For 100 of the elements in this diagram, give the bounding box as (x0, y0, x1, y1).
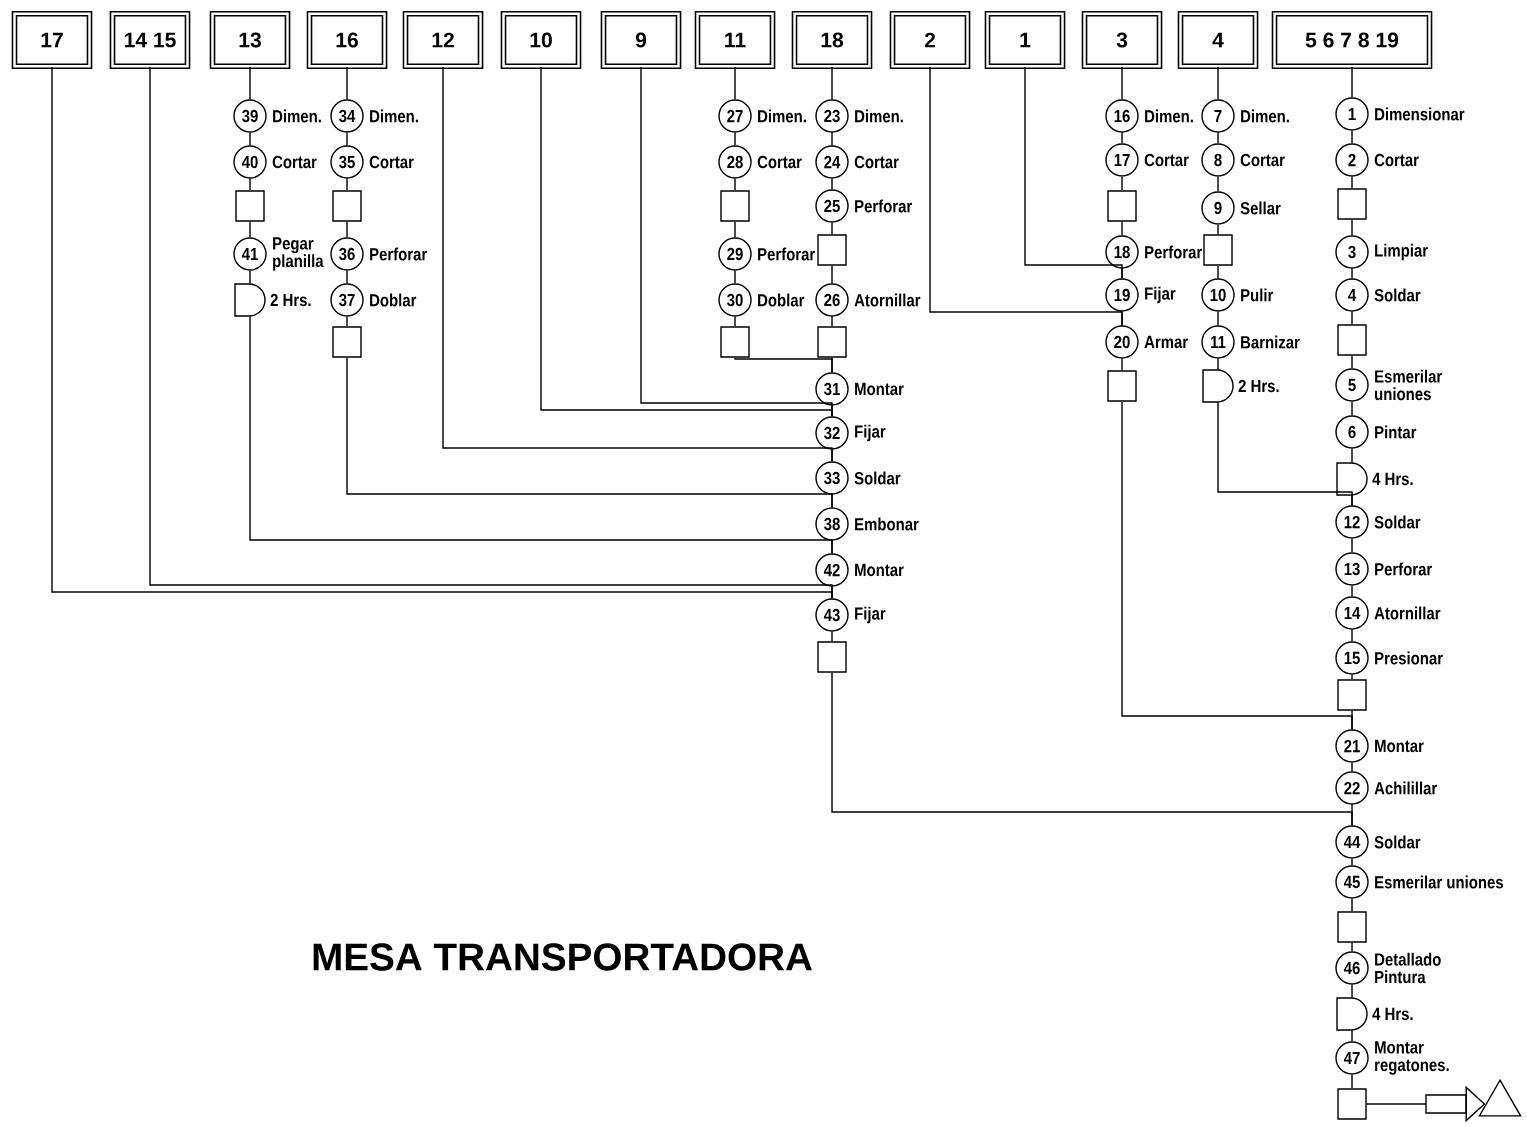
connector-line (1121, 132, 1123, 144)
step-label: Esmerilar uniones (1375, 369, 1442, 401)
station-box: 11 (694, 10, 776, 70)
inspection-square (332, 326, 362, 358)
step-label: Fijar (1145, 286, 1176, 304)
connector-line (346, 316, 348, 327)
step-label: Cortar (1144, 153, 1189, 167)
connector-line (1351, 762, 1353, 772)
inspection-square (1337, 324, 1367, 356)
step-label: Detallado Pintura (1375, 952, 1441, 984)
step-label: Doblar (758, 293, 805, 307)
step-label: Sellar (1240, 201, 1281, 215)
step-label: Dimen. (758, 109, 806, 123)
station-box: 1 (984, 10, 1066, 70)
connector-line (1351, 898, 1353, 912)
step-label: Doblar (370, 293, 417, 307)
connector-line (1217, 224, 1219, 235)
connector-line (831, 132, 833, 146)
connector-line (346, 132, 348, 146)
station-box: 14 15 (109, 10, 191, 70)
step-label: Dimen. (370, 109, 418, 123)
step-label: Soldar (1374, 515, 1421, 529)
step-label: Pegar planilla (273, 237, 324, 271)
connector-line (249, 270, 251, 285)
step-label: Perforar (370, 247, 427, 261)
connector-line (734, 270, 736, 284)
connector-line (1351, 538, 1353, 553)
step-label: Perforar (1375, 562, 1432, 576)
connector-line (831, 178, 833, 190)
step-label: Montar (1375, 739, 1424, 753)
step-label: Pintar (1375, 425, 1417, 439)
connector-line (1217, 132, 1219, 144)
connector-line (1024, 66, 1123, 279)
step-label: Pulir (1241, 288, 1274, 302)
step-label: Embonar (855, 517, 919, 531)
inspection-square (1337, 679, 1367, 711)
connector-line (831, 631, 833, 642)
connector-line (1121, 221, 1123, 236)
connector-line (1351, 984, 1353, 999)
connector-line (1121, 358, 1123, 371)
inspection-square (1203, 234, 1233, 266)
diagram-title: MESA TRANSPORTADORA (313, 943, 812, 971)
step-label: Achilillar (1374, 781, 1437, 795)
inspection-square (720, 190, 750, 222)
step-label: Armar (1144, 335, 1188, 349)
connector-line (249, 132, 251, 146)
step-label: Dimen. (855, 109, 903, 123)
connector-line (734, 316, 736, 327)
step-label: 4 Hrs. (1372, 1007, 1413, 1021)
step-label: Montar (855, 563, 904, 577)
step-label: Dimensionar (1375, 107, 1465, 121)
station-box: 2 (889, 10, 971, 70)
inspection-square (1337, 188, 1367, 220)
inspection-square (817, 641, 847, 673)
connector-line (1351, 176, 1353, 189)
connector-line (640, 66, 833, 417)
station-box: 3 (1081, 10, 1163, 70)
connector-line (1351, 858, 1353, 866)
connector-line (1121, 176, 1123, 191)
connector-line (1351, 355, 1353, 369)
connector-line (1351, 1029, 1353, 1042)
step-label: Fijar (855, 606, 886, 624)
inspection-square (1107, 370, 1137, 402)
station-box: 17 (11, 10, 93, 70)
step-label: Barnizar (1241, 335, 1300, 349)
step-label: Presionar (1375, 651, 1443, 665)
connector-line (1217, 66, 1219, 100)
station-box: 10 (500, 10, 582, 70)
station-box: 9 (600, 10, 682, 70)
step-label: Cortar (272, 155, 317, 169)
step-label: Dimen. (1145, 109, 1193, 123)
connector-line (346, 357, 833, 508)
step-label: Esmerilar uniones (1375, 875, 1503, 889)
connector-line (1351, 1074, 1353, 1089)
connector-line (1351, 710, 1353, 730)
step-label: Limpiar (1375, 243, 1428, 261)
connector-line (442, 66, 833, 462)
connector-line (929, 66, 1123, 326)
step-label: Atornillar (854, 293, 921, 307)
step-label: Fijar (855, 424, 886, 442)
step-label: Perforar (855, 199, 912, 213)
step-label: 2 Hrs. (1238, 379, 1279, 393)
connector-line (1351, 66, 1353, 98)
step-label: Cortar (1374, 153, 1419, 167)
step-label: Soldar (1374, 288, 1421, 302)
connector-line (249, 178, 251, 191)
connector-line (1121, 66, 1123, 100)
step-label: Perforar (1145, 245, 1202, 259)
connector-line (346, 221, 348, 238)
station-box: 16 (306, 10, 388, 70)
step-label: Soldar (1374, 835, 1421, 849)
inspection-square (1337, 1088, 1367, 1120)
connector-line (346, 178, 348, 191)
connector-line (1351, 448, 1353, 464)
step-label: Soldar (854, 471, 901, 485)
connector-line (346, 270, 348, 284)
step-label: Montar (855, 382, 904, 396)
connector-line (734, 221, 736, 238)
step-label: Perforar (758, 247, 815, 261)
connector-line (249, 66, 251, 100)
